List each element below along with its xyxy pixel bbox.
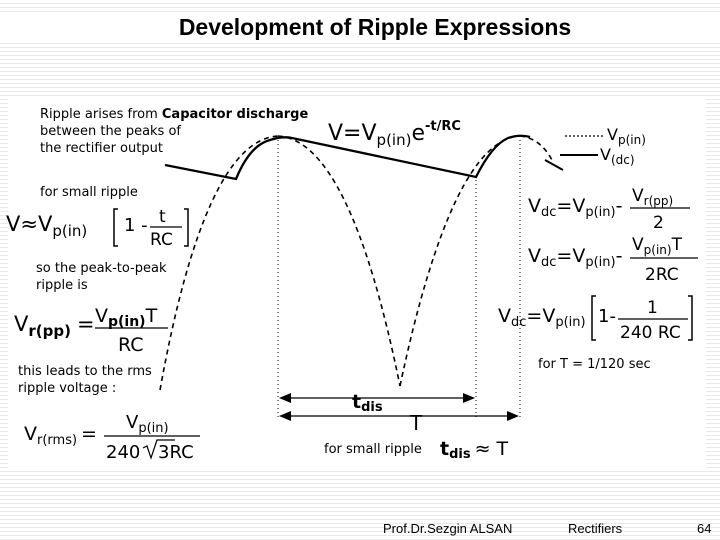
page-title-text: Development of Ripple Expressions	[174, 14, 576, 40]
page-title: Development of Ripple Expressions	[0, 14, 720, 41]
content-panel	[8, 99, 706, 469]
small-ripple-note: for small ripple	[40, 185, 138, 200]
sqrt-sign	[142, 439, 175, 460]
tdis-label: tdis	[352, 391, 383, 415]
svg-text:Vp(in)T: Vp(in)T	[632, 235, 683, 257]
period-T-label: T	[409, 411, 423, 435]
tdis-arrowhead-right	[463, 393, 475, 403]
small-ripple-bottom-note: for small ripple	[324, 442, 422, 457]
svg-text:Vdc=Vp(in)-: Vdc=Vp(in)-	[528, 195, 622, 220]
decay-formula: V=Vp(in)e-t/RC	[328, 119, 461, 149]
period-T-arrowhead-right	[507, 411, 519, 421]
tdis-approx-formula: tdis≈ T	[440, 438, 509, 462]
svg-text:t: t	[159, 207, 166, 227]
svg-text:3RC: 3RC	[158, 442, 194, 463]
ripple-note-line-2: between the peaks of	[40, 124, 181, 139]
svg-text:240 RC: 240 RC	[620, 323, 681, 343]
rms-note-line-1: this leads to the rms	[18, 364, 152, 379]
svg-text:1-: 1-	[598, 306, 616, 327]
period-T-arrowhead-left	[279, 411, 291, 421]
svg-text:Vr(pp): Vr(pp)	[632, 186, 673, 208]
vdc-formula-3: Vdc=Vp(in) 1- 1 240 RC	[498, 295, 693, 343]
vdc-formula-1: Vdc=Vp(in)- Vr(pp) 2	[528, 186, 690, 233]
capacitor-discharge-curve	[164, 134, 531, 181]
svg-text:2: 2	[653, 213, 664, 233]
svg-text:1 -: 1 -	[124, 215, 148, 236]
peak-note-line-2: ripple is	[36, 278, 88, 293]
svg-text:Vp(in): Vp(in)	[126, 412, 169, 436]
vrpp-formula: Vr(pp)= Vp(in)T RC	[14, 305, 168, 356]
footer-page-number: 64	[697, 521, 712, 536]
svg-text:Vdc=Vp(in)-: Vdc=Vp(in)-	[528, 245, 622, 270]
svg-text:1: 1	[647, 298, 658, 318]
vrms-formula: Vr(rms)= Vp(in) 240 3RC	[24, 412, 200, 463]
for-T-note: for T = 1/120 sec	[538, 357, 651, 372]
svg-text:RC: RC	[118, 334, 144, 356]
rectified-wave-rise-1	[159, 135, 279, 391]
footer-author: Prof.Dr.Sezgin ALSAN	[383, 521, 513, 536]
ripple-note-line-3: the rectifier output	[40, 141, 163, 156]
tdis-arrowhead-left	[279, 393, 291, 403]
vdc-formula-2: Vdc=Vp(in)- Vp(in)T 2RC	[528, 235, 698, 285]
svg-text:Vr(rms)=: Vr(rms)=	[24, 423, 97, 448]
approx-formula: V≈Vp(in) 1 - t RC	[6, 207, 189, 250]
rectified-wave-tail	[519, 135, 553, 161]
svg-text:V≈Vp(in): V≈Vp(in)	[6, 212, 87, 240]
svg-text:2RC: 2RC	[645, 265, 679, 285]
capacitor-discharge-curve-end	[544, 159, 564, 171]
vp-legend-label: Vp(in)	[607, 125, 646, 147]
rectified-wave-fall	[277, 135, 401, 387]
svg-text:Vp(in)T: Vp(in)T	[95, 305, 158, 330]
svg-text:RC: RC	[150, 230, 173, 250]
svg-text:240: 240	[106, 442, 140, 463]
rms-note-line-2: ripple voltage :	[18, 381, 116, 396]
vdc-legend-label: V(dc)	[600, 145, 635, 167]
ripple-note-line-1: Ripple arises from Capacitor discharge	[40, 107, 308, 122]
peak-note-line-1: so the peak-to-peak	[36, 261, 167, 276]
svg-text:Vdc=Vp(in): Vdc=Vp(in)	[498, 305, 586, 330]
svg-text:Vr(pp)=: Vr(pp)=	[14, 312, 95, 340]
footer-topic: Rectifiers	[568, 521, 623, 536]
